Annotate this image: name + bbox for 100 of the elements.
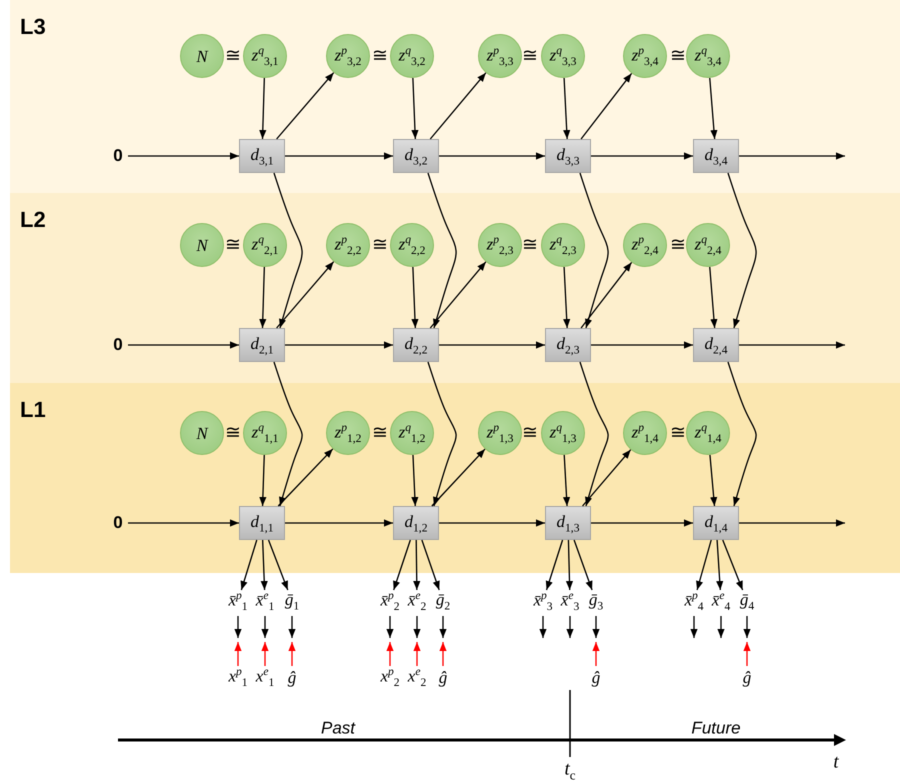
arrow (285, 341, 393, 349)
layer-label: L2 (20, 207, 46, 233)
period-label: Past (320, 720, 356, 736)
output-symbol: ḡ$_{3}$ (588, 590, 604, 612)
initial-state-value: 0 (113, 513, 123, 533)
latent-variable-circle (180, 34, 224, 78)
congruence-symbol: ≅ (670, 236, 686, 254)
arrow (427, 362, 457, 506)
state-box (693, 139, 739, 173)
arrow (421, 540, 440, 590)
latent-variable-circle (243, 223, 287, 267)
variable-symbol: N (196, 236, 208, 254)
arrow (259, 78, 266, 140)
arrow (278, 448, 334, 506)
state-symbol: d$_{3,1}$ (250, 146, 274, 166)
arrow (427, 172, 457, 328)
variable-symbol: N (196, 48, 208, 64)
state-box (239, 328, 285, 362)
arrow (276, 261, 334, 328)
axis-label: t (833, 752, 839, 772)
arrow (411, 454, 418, 506)
congruence-symbol: ≅ (225, 46, 241, 66)
arrow (439, 152, 545, 160)
arrow (563, 266, 570, 328)
time-marker-label: t$_{c}$ (564, 760, 576, 782)
latent-variable-circle (390, 223, 434, 267)
arrow (285, 152, 393, 160)
arrow (285, 519, 393, 527)
arrow (592, 616, 600, 638)
state-symbol: d$_{2,1}$ (250, 334, 274, 356)
layer-label: L1 (20, 397, 46, 423)
arrow (430, 261, 486, 328)
arrow (439, 341, 545, 349)
layer-band (10, 383, 900, 573)
arrow (579, 362, 609, 506)
state-box (393, 328, 439, 362)
congruence-symbol: ≅ (372, 424, 388, 442)
arrow (591, 341, 693, 349)
target-symbol: ĝ (288, 668, 296, 686)
arrow (727, 362, 757, 506)
arrow (430, 72, 486, 140)
arrow (259, 454, 266, 506)
latent-variable-circle (623, 223, 667, 267)
congruence-symbol: ≅ (670, 46, 686, 66)
output-symbol: ḡ$_{4}$ (740, 590, 754, 612)
latent-variable-circle (326, 223, 370, 267)
initial-state-value: 0 (113, 146, 123, 166)
latent-variable-circle (541, 34, 585, 78)
arrow (431, 448, 486, 506)
arrow (276, 72, 334, 140)
latent-variable-circle (478, 223, 522, 267)
arrow (439, 642, 447, 666)
latent-variable-circle (623, 411, 667, 455)
arrow (727, 172, 757, 328)
arrow (128, 519, 239, 527)
state-box (239, 139, 285, 173)
arrow (709, 454, 718, 506)
arrow (234, 616, 242, 638)
congruence-symbol: ≅ (372, 46, 388, 66)
latent-variable-circle (478, 411, 522, 455)
layer-label: L3 (20, 14, 46, 40)
state-symbol: d$_{1,2}$ (404, 512, 428, 534)
target-symbol: ĝ (438, 668, 448, 686)
arrow (261, 616, 269, 638)
state-box (693, 328, 739, 362)
state-symbol: d$_{1,3}$ (556, 512, 580, 534)
state-box (545, 506, 591, 540)
state-box (393, 139, 439, 173)
arrow (592, 642, 600, 666)
latent-variable-circle (326, 34, 370, 78)
arrow (234, 642, 242, 666)
state-symbol: d$_{3,3}$ (556, 146, 580, 166)
arrow (439, 519, 545, 527)
arrow (591, 152, 693, 160)
arrow (386, 616, 394, 638)
latent-variable-circle (541, 223, 585, 267)
latent-variable-circle (243, 34, 287, 78)
arrow (717, 616, 725, 638)
state-symbol: d$_{3,2}$ (404, 146, 428, 166)
arrow (128, 341, 239, 349)
arrow (413, 616, 421, 638)
congruence-symbol: ≅ (372, 236, 388, 254)
congruence-symbol: ≅ (225, 424, 241, 442)
latent-variable-circle (180, 223, 224, 267)
period-label: Future (691, 720, 741, 736)
state-symbol: d$_{2,4}$ (704, 334, 728, 356)
variable-symbol: N (196, 424, 208, 442)
arrow (709, 266, 718, 328)
latent-variable-circle (390, 34, 434, 78)
state-box (693, 506, 739, 540)
state-box (393, 506, 439, 540)
state-box (545, 139, 591, 173)
target-symbol: ĝ (742, 668, 752, 686)
latent-variable-circle (390, 411, 434, 455)
arrow (261, 642, 269, 666)
latent-variable-circle (686, 411, 730, 455)
arrow (411, 266, 419, 328)
latent-variable-circle (243, 411, 287, 455)
latent-variable-circle (541, 411, 585, 455)
arrow (591, 519, 693, 527)
